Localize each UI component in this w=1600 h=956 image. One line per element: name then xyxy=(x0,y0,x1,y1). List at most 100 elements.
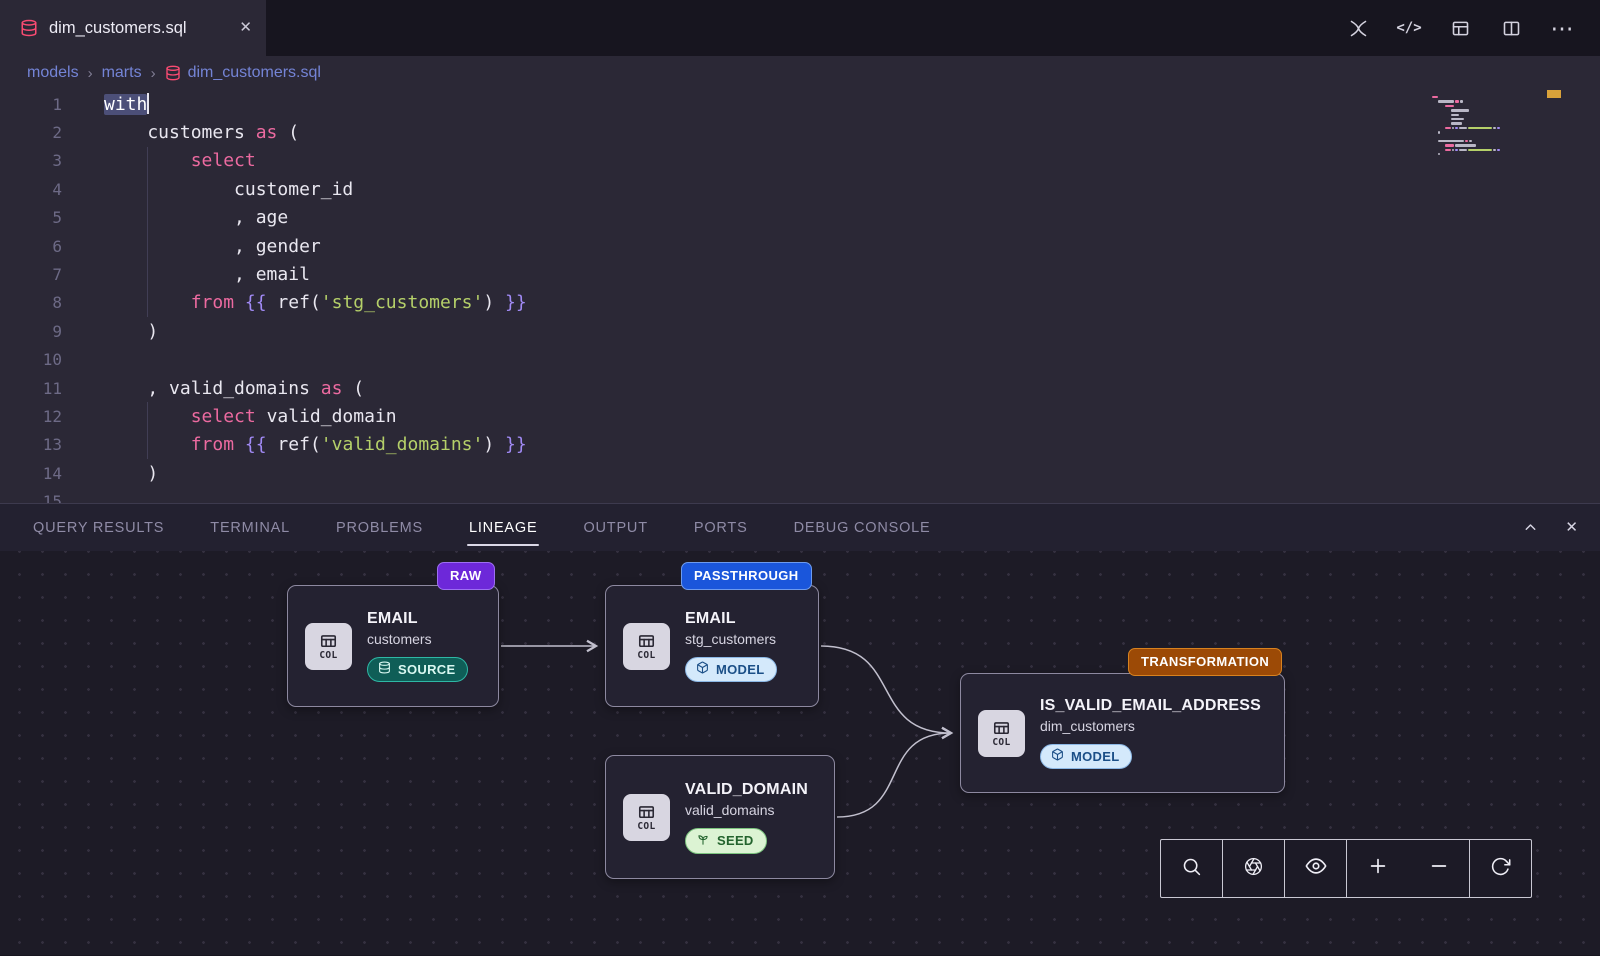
code-line: 15 xyxy=(0,487,1600,503)
line-number: 2 xyxy=(52,123,62,143)
breadcrumb-separator: › xyxy=(150,64,156,82)
collapse-panel-button[interactable] xyxy=(1522,519,1539,536)
cube-icon xyxy=(1051,748,1064,764)
line-number: 11 xyxy=(42,378,62,398)
code-line: 6 , gender xyxy=(0,232,1600,260)
lineage-toolbar xyxy=(1160,839,1532,898)
code-line: 2 customers as ( xyxy=(0,118,1600,146)
code-icon[interactable]: </> xyxy=(1396,20,1422,36)
node-subtitle: customers xyxy=(367,631,432,647)
minimap[interactable] xyxy=(1432,95,1542,161)
panel-tab-problems[interactable]: PROBLEMS xyxy=(336,519,423,536)
node-badge-source[interactable]: SOURCE xyxy=(367,657,469,682)
refresh-icon xyxy=(1490,856,1511,882)
seedling-icon xyxy=(696,832,710,849)
node-subtitle: valid_domains xyxy=(685,801,775,818)
line-number: 7 xyxy=(52,265,62,285)
code-line: 14 ) xyxy=(0,459,1600,487)
search-icon xyxy=(1181,856,1202,882)
panel-tab-ports[interactable]: PORTS xyxy=(693,519,748,536)
editor-tab-bar: dim_customers.sql ✕ </> ⋯ xyxy=(0,0,1600,56)
column-icon: COL xyxy=(623,793,670,841)
line-number: 1 xyxy=(52,94,62,114)
split-editor-icon[interactable] xyxy=(1499,16,1523,40)
database-badge-icon xyxy=(378,661,391,677)
database-icon xyxy=(20,19,38,37)
search-button[interactable] xyxy=(1161,840,1222,897)
visibility-button[interactable] xyxy=(1284,840,1346,897)
indent-guide xyxy=(147,402,148,459)
node-badge-seed[interactable]: SEED xyxy=(685,827,767,854)
code-line: 3 select xyxy=(0,147,1600,175)
panel-tab-query-results[interactable]: QUERY RESULTS xyxy=(33,519,165,536)
node-title: IS_VALID_EMAIL_ADDRESS xyxy=(1040,697,1262,714)
node-badge-model[interactable]: MODEL xyxy=(685,657,778,682)
aperture-icon xyxy=(1243,856,1264,882)
more-actions-icon[interactable]: ⋯ xyxy=(1550,15,1574,41)
zoom-out-button[interactable] xyxy=(1408,840,1469,897)
refresh-button[interactable] xyxy=(1469,840,1531,897)
column-type-label: COL xyxy=(637,649,656,661)
line-number: 14 xyxy=(42,463,62,483)
column-icon: COL xyxy=(305,622,352,670)
plus-icon xyxy=(1367,855,1389,882)
breadcrumb-item-2[interactable]: dim_customers.sql xyxy=(187,64,321,81)
panel-tab-output[interactable]: OUTPUT xyxy=(583,519,648,536)
code-line: 10 xyxy=(0,346,1600,374)
node-title: EMAIL xyxy=(685,610,736,627)
indent-guide xyxy=(147,147,148,317)
code-line: 7 , email xyxy=(0,260,1600,288)
column-type-label: COL xyxy=(319,649,338,661)
code-line: 8 from {{ ref('stg_customers') }} xyxy=(0,289,1600,317)
code-line: 12 select valid_domain xyxy=(0,402,1600,430)
line-number: 3 xyxy=(52,151,62,171)
tab-title: dim_customers.sql xyxy=(49,18,187,37)
curves-x-icon[interactable] xyxy=(1346,16,1370,40)
node-subtitle: stg_customers xyxy=(685,631,777,647)
column-icon: COL xyxy=(623,622,670,670)
column-type-label: COL xyxy=(637,820,656,832)
cube-icon xyxy=(696,661,709,677)
panel-tab-debug-console[interactable]: DEBUG CONSOLE xyxy=(793,519,931,536)
code-line: 11 , valid_domains as ( xyxy=(0,374,1600,402)
node-tag-transformation: TRANSFORMATION xyxy=(1128,648,1283,676)
breadcrumb-item-0[interactable]: models xyxy=(27,64,79,81)
tab-bar-actions: </> ⋯ xyxy=(1346,0,1600,56)
line-number: 9 xyxy=(52,321,62,341)
code-line: 5 , age xyxy=(0,204,1600,232)
node-badge-model[interactable]: MODEL xyxy=(1040,744,1133,769)
panel-tab-lineage[interactable]: LINEAGE xyxy=(466,504,540,551)
node-tag-passthrough: PASSTHROUGH xyxy=(681,562,812,590)
line-number: 12 xyxy=(42,406,62,426)
panel-tabs: QUERY RESULTS TERMINAL PROBLEMS LINEAGE OUTP… xyxy=(33,504,930,551)
eye-icon xyxy=(1305,855,1327,882)
table-icon[interactable] xyxy=(1448,16,1472,40)
node-title: VALID_DOMAIN xyxy=(685,780,808,798)
line-number: 5 xyxy=(52,208,62,228)
line-number: 13 xyxy=(42,435,62,455)
column-icon: COL xyxy=(978,709,1025,757)
node-title: EMAIL xyxy=(367,610,418,627)
code-line: 9 ) xyxy=(0,317,1600,345)
aperture-button[interactable] xyxy=(1222,840,1284,897)
breadcrumb-item-1[interactable]: marts xyxy=(101,64,142,81)
database-icon xyxy=(165,65,181,81)
code-line: 13 from {{ ref('valid_domains') }} xyxy=(0,431,1600,459)
minus-icon xyxy=(1428,855,1450,882)
node-tag-raw: RAW xyxy=(437,562,495,590)
line-number: 4 xyxy=(52,179,62,199)
zoom-in-button[interactable] xyxy=(1346,840,1408,897)
tab-dim-customers[interactable]: dim_customers.sql ✕ xyxy=(0,0,266,56)
line-number: 8 xyxy=(52,293,62,313)
breadcrumb: models › marts › dim_customers.sql xyxy=(0,56,1600,90)
breadcrumb-separator: › xyxy=(87,64,93,82)
panel-tab-terminal[interactable]: TERMINAL xyxy=(210,519,290,536)
